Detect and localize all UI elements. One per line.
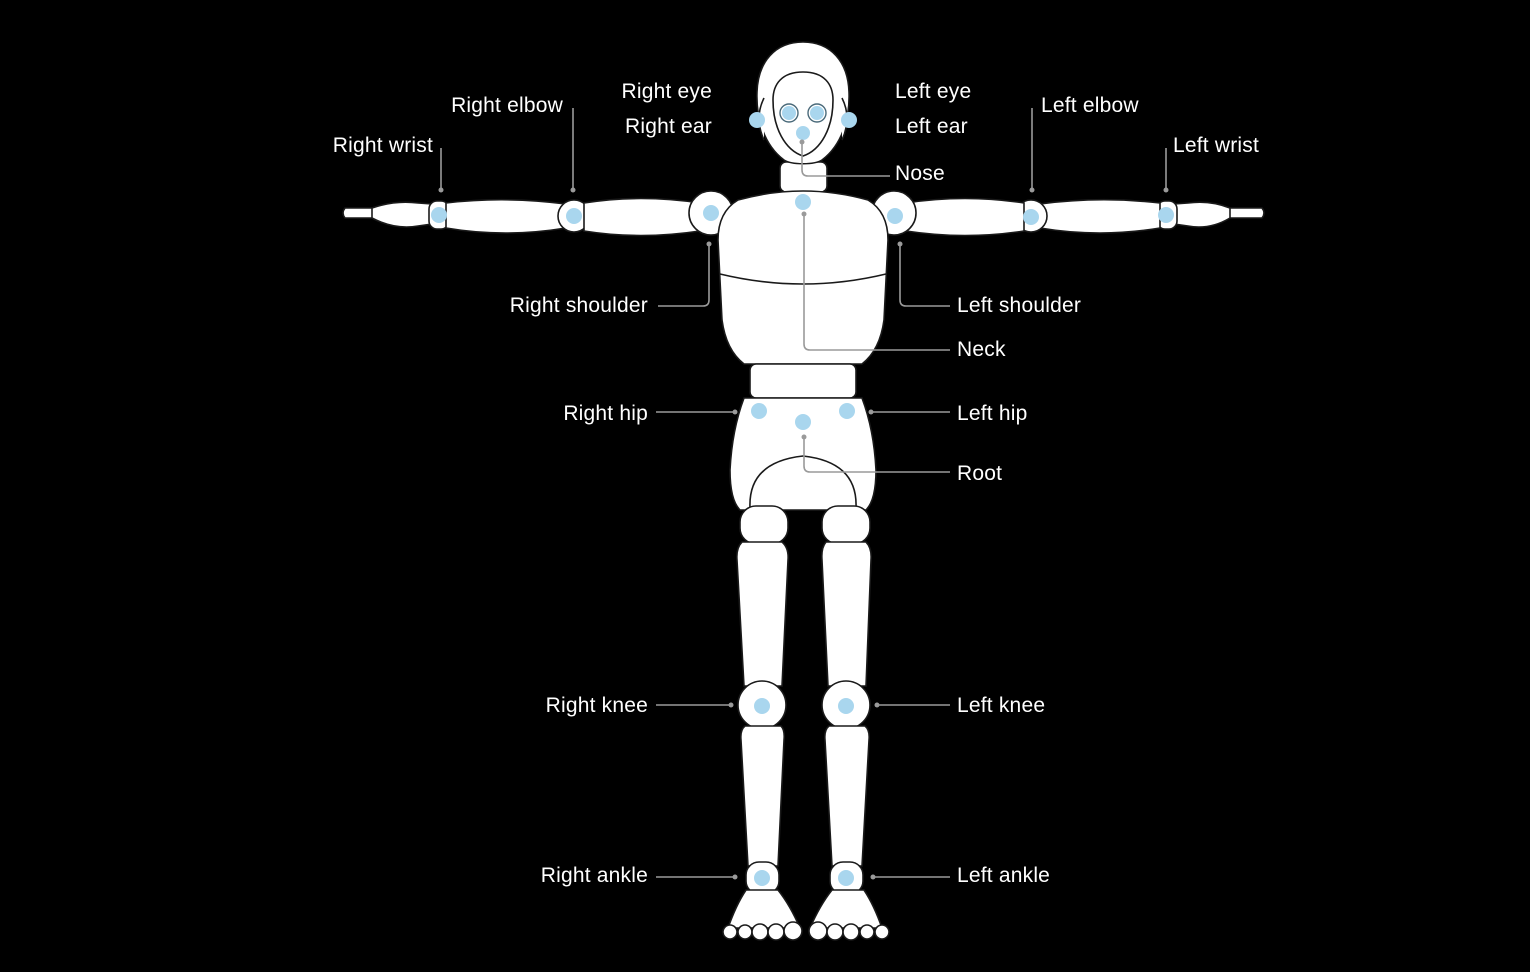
- neck-block: [779, 161, 828, 193]
- joint-neck: [795, 194, 811, 210]
- joint-left-ankle: [838, 870, 854, 886]
- joint-right-hip: [751, 403, 767, 419]
- label-right-hip: Right hip: [563, 402, 648, 425]
- joint-left-knee: [838, 698, 854, 714]
- label-right-ear: Right ear: [625, 115, 712, 138]
- joint-markers: [431, 106, 1174, 886]
- pelvis-arc: [749, 455, 857, 509]
- label-right-ankle: Right ankle: [541, 864, 648, 887]
- joint-left-elbow: [1023, 209, 1039, 225]
- joint-left-eye: [810, 106, 824, 120]
- joint-labels: Right wrist Right elbow Right eye Right …: [333, 80, 1259, 887]
- chest-line: [719, 273, 887, 285]
- leader-lines: [438, 108, 1169, 880]
- left-thigh: [821, 541, 872, 687]
- label-left-hip: Left hip: [957, 402, 1028, 425]
- eye-rings: [779, 103, 827, 123]
- label-right-shoulder: Right shoulder: [510, 294, 648, 317]
- label-left-elbow: Left elbow: [1041, 94, 1139, 117]
- label-right-knee: Right knee: [546, 694, 648, 717]
- mannequin-figure: [342, 41, 1265, 941]
- left-forearm: [1039, 198, 1161, 234]
- joint-left-ear: [841, 112, 857, 128]
- right-thigh: [736, 541, 789, 687]
- waist-block: [749, 363, 857, 399]
- label-right-wrist: Right wrist: [333, 134, 433, 157]
- joint-right-eye: [782, 106, 796, 120]
- left-upper-arm: [905, 197, 1025, 237]
- left-shin: [824, 725, 870, 867]
- label-root: Root: [957, 462, 1002, 485]
- label-neck: Neck: [957, 338, 1006, 361]
- right-upper-arm: [583, 197, 701, 237]
- joint-right-wrist: [431, 207, 447, 223]
- joint-right-elbow: [566, 208, 582, 224]
- joint-right-ear: [749, 112, 765, 128]
- label-left-wrist: Left wrist: [1173, 134, 1259, 157]
- left-hand: [1173, 201, 1231, 228]
- joint-left-hip: [839, 403, 855, 419]
- joint-nose: [796, 126, 810, 140]
- joint-left-shoulder: [887, 208, 903, 224]
- label-left-ear: Left ear: [895, 115, 968, 138]
- right-toes: [722, 921, 803, 941]
- joint-right-shoulder: [703, 205, 719, 221]
- left-toes: [808, 921, 890, 941]
- face-plate: [772, 71, 834, 157]
- joint-right-ankle: [754, 870, 770, 886]
- label-left-knee: Left knee: [957, 694, 1045, 717]
- joint-root: [795, 414, 811, 430]
- label-left-ankle: Left ankle: [957, 864, 1050, 887]
- right-shin: [740, 725, 785, 867]
- joint-left-wrist: [1158, 207, 1174, 223]
- label-right-eye: Right eye: [621, 80, 712, 103]
- left-hip-cap: [821, 505, 871, 545]
- label-nose: Nose: [895, 162, 945, 185]
- right-hip-cap: [739, 505, 789, 545]
- label-left-eye: Left eye: [895, 80, 971, 103]
- right-hand: [371, 201, 433, 228]
- label-right-elbow: Right elbow: [451, 94, 564, 117]
- right-forearm: [445, 198, 567, 234]
- joint-right-knee: [754, 698, 770, 714]
- label-left-shoulder: Left shoulder: [957, 294, 1081, 317]
